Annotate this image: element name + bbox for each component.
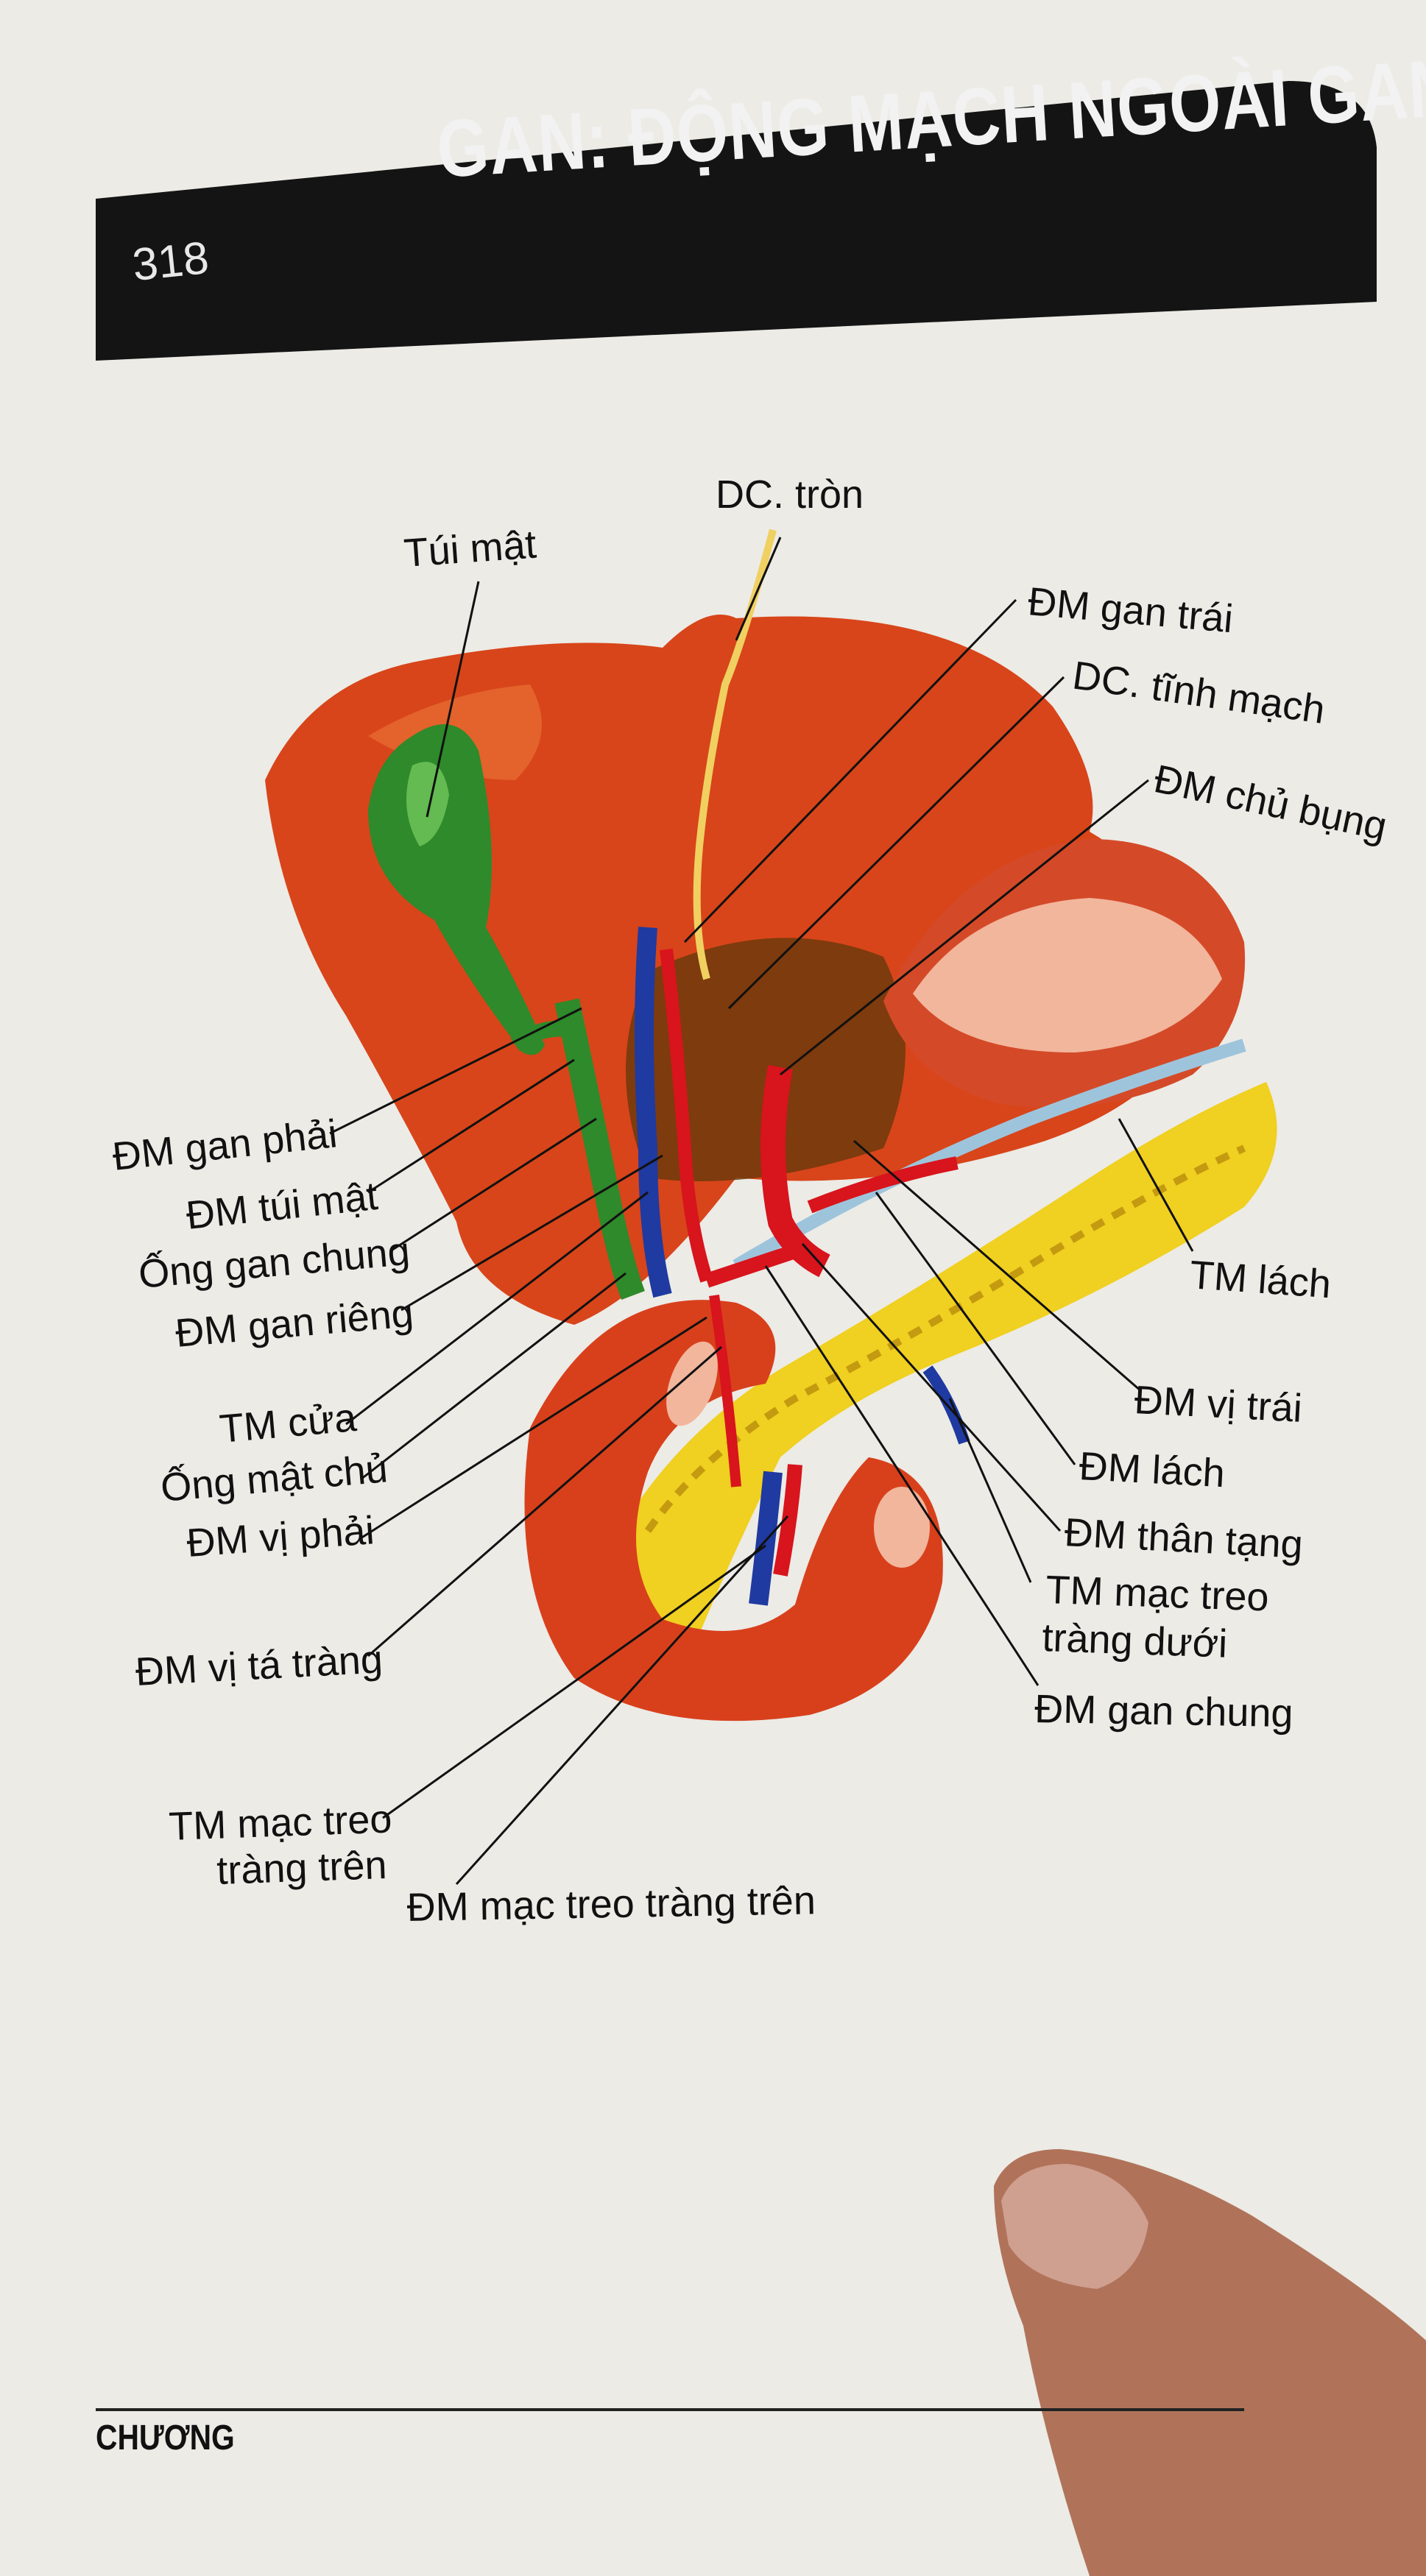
leader-dm-gan-phai bbox=[329, 1007, 582, 1135]
label-ong-mat-chu: Ống mật chủ bbox=[159, 1446, 389, 1510]
chapter-label: CHƯƠNG bbox=[96, 2418, 235, 2458]
label-tm-mac-treo-trang-tren-1: TM mạc treo bbox=[168, 1797, 392, 1849]
label-dm-vi-phai: ĐM vị phải bbox=[186, 1508, 376, 1565]
liver-shadow bbox=[626, 938, 906, 1181]
leader-dm-chu-bung bbox=[780, 779, 1149, 1076]
leader-dm-gan-rieng bbox=[400, 1154, 663, 1312]
pancreas-texture bbox=[644, 1144, 1246, 1533]
sup-mesenteric-artery bbox=[773, 1464, 802, 1577]
label-dm-gan-trai: ĐM gan trái bbox=[1026, 579, 1235, 641]
footer-rule bbox=[96, 2408, 1244, 2411]
leader-tm-lach bbox=[1118, 1118, 1194, 1252]
proper-hepatic-artery bbox=[660, 948, 713, 1283]
leader-dc-tinh-mach bbox=[727, 676, 1065, 1010]
label-dm-lach: ĐM lách bbox=[1078, 1444, 1226, 1496]
label-tm-mac-treo-trang-duoi-2: tràng dưới bbox=[1042, 1616, 1229, 1666]
label-dm-than-tang: ĐM thân tạng bbox=[1063, 1510, 1304, 1567]
label-dm-vi-trai: ĐM vị trái bbox=[1133, 1378, 1303, 1431]
label-tui-mat: Túi mật bbox=[403, 523, 538, 576]
common-hepatic-duct bbox=[554, 998, 645, 1300]
celiac-trunk bbox=[760, 1064, 830, 1278]
duodenum-lumen bbox=[874, 1487, 930, 1568]
splenic-artery bbox=[807, 1156, 959, 1214]
common-hepatic-artery bbox=[704, 1244, 798, 1288]
gallbladder-highlight bbox=[406, 762, 449, 846]
leader-dm-lach bbox=[875, 1192, 1076, 1465]
cystic-duct bbox=[510, 1020, 576, 1052]
label-dm-mac-treo-trang-tren: ĐM mạc treo tràng trên bbox=[406, 1878, 816, 1930]
leader-lines bbox=[329, 537, 1194, 1886]
leader-tui-mat bbox=[426, 581, 480, 818]
leader-dm-mac-treo-trang-tren bbox=[455, 1515, 789, 1886]
label-dc-tinh-mach: DC. tĩnh mạch bbox=[1070, 653, 1327, 732]
duodenum bbox=[524, 1300, 943, 1722]
portal-vein bbox=[635, 927, 672, 1298]
leader-ong-mat-chu bbox=[360, 1272, 626, 1481]
label-dm-gan-rieng: ĐM gan riêng bbox=[174, 1291, 415, 1356]
leader-dm-tui-mat bbox=[367, 1058, 575, 1194]
gastroduodenal-artery bbox=[709, 1295, 741, 1487]
inf-mesenteric-vein bbox=[922, 1365, 970, 1445]
leader-dc-tron bbox=[735, 537, 782, 641]
stomach-cut bbox=[913, 898, 1222, 1052]
leader-dm-vi-trai bbox=[853, 1139, 1142, 1393]
label-dm-tui-mat: ĐM túi mật bbox=[184, 1174, 380, 1238]
pancreas bbox=[604, 1082, 1277, 1635]
label-dm-gan-chung: ĐM gan chung bbox=[1034, 1687, 1293, 1735]
leader-dm-gan-trai bbox=[683, 598, 1017, 944]
thumbnail bbox=[1001, 2164, 1148, 2289]
leader-dm-gan-chung bbox=[764, 1265, 1040, 1686]
label-tm-mac-treo-trang-duoi-1: TM mạc treo bbox=[1045, 1568, 1270, 1620]
label-ong-gan-chung: Ống gan chung bbox=[137, 1229, 412, 1297]
label-dc-tron: DC. tròn bbox=[716, 473, 864, 517]
label-dm-vi-ta-trang: ĐM vị tá tràng bbox=[134, 1637, 384, 1694]
leader-ong-gan-chung bbox=[389, 1117, 597, 1253]
label-dm-chu-bung: ĐM chủ bụng bbox=[1151, 757, 1391, 849]
leader-dm-vi-phai bbox=[360, 1316, 707, 1540]
round-ligament bbox=[693, 528, 777, 980]
leader-dm-than-tang bbox=[801, 1242, 1062, 1532]
label-tm-mac-treo-trang-tren-2: tràng trên bbox=[216, 1843, 387, 1893]
leader-dm-vi-ta-trang bbox=[367, 1345, 722, 1657]
leader-tm-cua bbox=[345, 1191, 649, 1426]
leader-tm-mac-treo-trang-tren bbox=[382, 1544, 766, 1819]
leader-tm-mac-treo-trang-duoi bbox=[948, 1398, 1032, 1583]
label-dm-gan-phai: ĐM gan phải bbox=[110, 1111, 339, 1179]
label-tm-lach: TM lách bbox=[1188, 1253, 1333, 1306]
label-tm-cua: TM cửa bbox=[218, 1395, 359, 1451]
header-band bbox=[96, 81, 1377, 361]
splenic-vein bbox=[733, 1038, 1246, 1272]
